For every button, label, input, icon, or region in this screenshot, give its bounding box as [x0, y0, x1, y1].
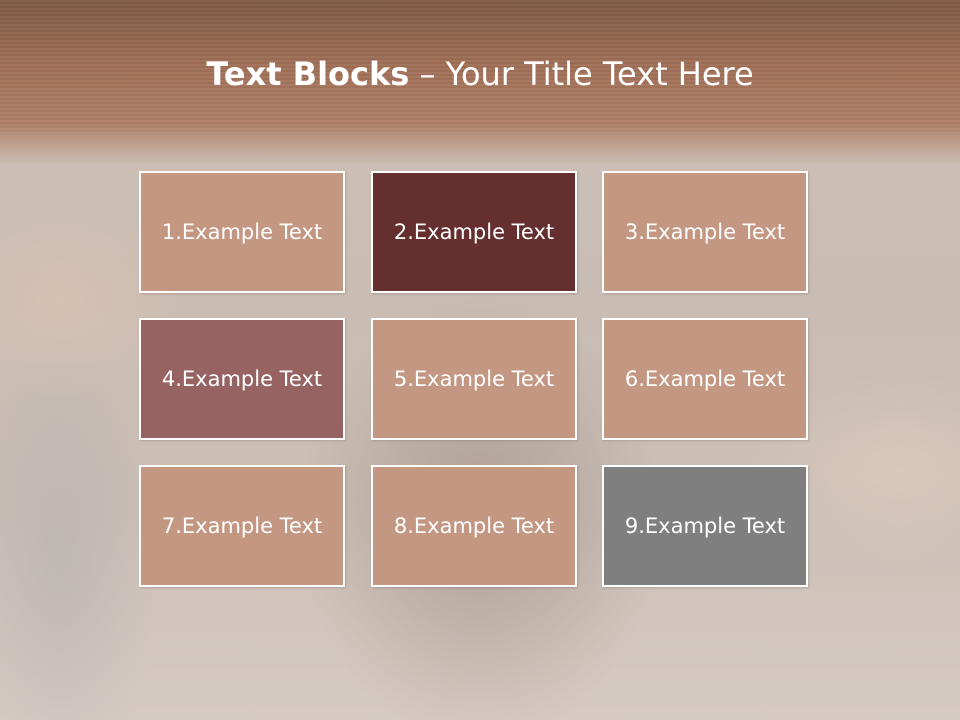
text-block-label: 3.Example Text [624, 220, 786, 244]
text-block-9[interactable]: 9.Example Text [602, 465, 808, 587]
header-stripes [0, 0, 960, 135]
text-block-label: 2.Example Text [393, 220, 555, 244]
text-block-label: 4.Example Text [161, 367, 323, 391]
text-block-6[interactable]: 6.Example Text [602, 318, 808, 440]
title-bold: Text Blocks [206, 55, 410, 93]
title-rest: Your Title Text Here [445, 55, 754, 93]
text-block-label: 1.Example Text [161, 220, 323, 244]
header-band [0, 0, 960, 165]
text-block-8[interactable]: 8.Example Text [371, 465, 577, 587]
text-block-label: 5.Example Text [393, 367, 555, 391]
text-block-label: 9.Example Text [624, 514, 786, 538]
text-block-4[interactable]: 4.Example Text [139, 318, 345, 440]
text-block-3[interactable]: 3.Example Text [602, 171, 808, 293]
text-block-2[interactable]: 2.Example Text [371, 171, 577, 293]
text-block-label: 7.Example Text [161, 514, 323, 538]
text-block-label: 8.Example Text [393, 514, 555, 538]
text-block-5[interactable]: 5.Example Text [371, 318, 577, 440]
slide-title: Text Blocks – Your Title Text Here [0, 52, 960, 96]
title-separator: – [409, 55, 446, 93]
text-block-7[interactable]: 7.Example Text [139, 465, 345, 587]
text-block-label: 6.Example Text [624, 367, 786, 391]
text-block-1[interactable]: 1.Example Text [139, 171, 345, 293]
